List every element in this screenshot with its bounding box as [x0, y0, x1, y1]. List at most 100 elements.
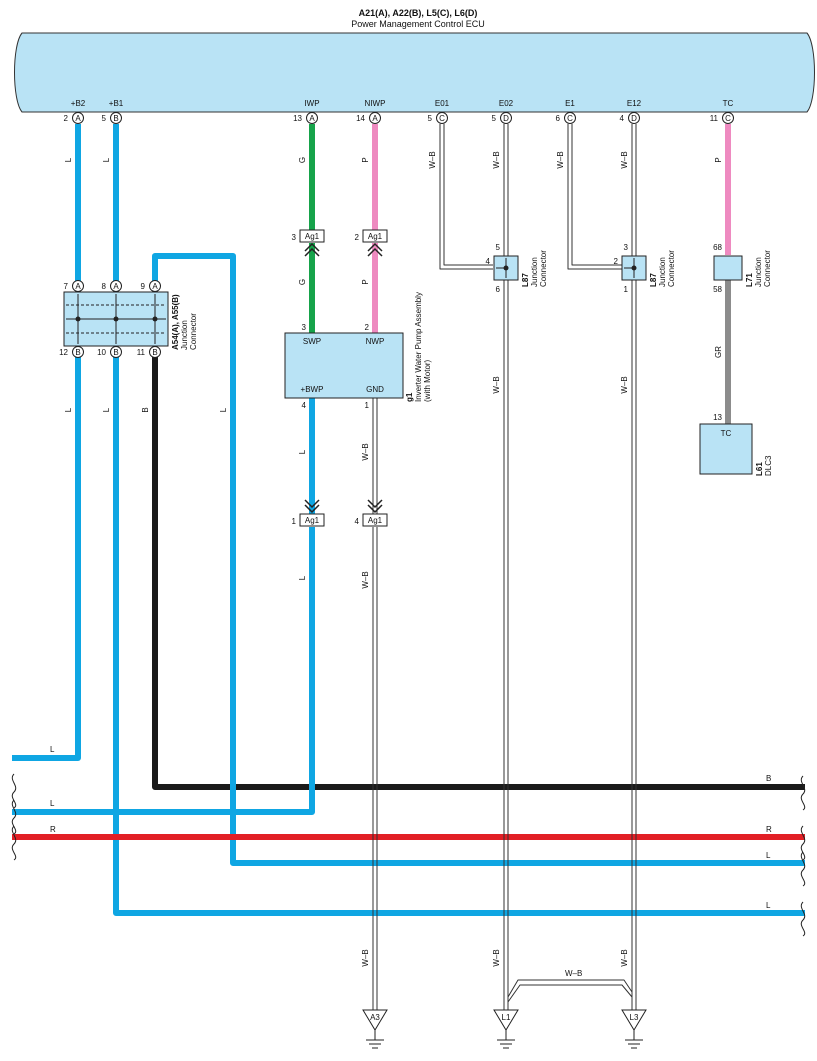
ecu-term-label: TC	[723, 99, 734, 108]
wire-b2	[12, 124, 81, 761]
svg-text:12: 12	[59, 348, 68, 357]
svg-text:5: 5	[496, 243, 501, 252]
pump-term-label: NWP	[366, 337, 385, 346]
wire-label: L	[219, 407, 228, 412]
ecu-term-label: E1	[565, 99, 575, 108]
ecu-pin: 13 A	[293, 112, 318, 124]
svg-text:A: A	[152, 282, 158, 291]
junction-a54-pin: 10 B	[97, 346, 122, 358]
pump-ref: g1	[405, 392, 414, 402]
svg-text:3: 3	[292, 233, 297, 242]
ecu-pin: 5 C	[428, 112, 448, 124]
svg-text:1: 1	[624, 285, 629, 294]
junction-l71-name2: Connector	[763, 250, 772, 287]
svg-text:L3: L3	[630, 1013, 639, 1022]
ecu-pin: 4 D	[620, 112, 640, 124]
wire-label: L	[766, 901, 771, 910]
wire-label: L	[64, 407, 73, 412]
wire-label: G	[298, 279, 307, 285]
wire-label: W–B	[492, 151, 501, 168]
junction-l87-a-name1: Junction	[530, 257, 539, 287]
wire-label: B	[766, 774, 771, 783]
wire-label: P	[714, 157, 723, 162]
svg-text:2: 2	[614, 257, 619, 266]
ground-a3: A3	[362, 1009, 388, 1049]
wire-label: L	[64, 157, 73, 162]
ecu-term-label: NIWP	[365, 99, 386, 108]
wire-label: GR	[714, 346, 723, 358]
svg-text:C: C	[725, 114, 731, 123]
wires	[12, 124, 805, 1010]
dlc3-pin: 13	[713, 413, 722, 422]
wire-label: P	[361, 279, 370, 284]
junction-l87-a-name2: Connector	[539, 250, 548, 287]
pump-body	[284, 332, 404, 399]
junction-l87-b-name2: Connector	[667, 250, 676, 287]
wire-label: B	[141, 407, 150, 412]
ag1-connectors: 3 Ag1 2 Ag1 1 Ag1 4 Ag1	[292, 229, 388, 527]
ecu-pin: 5 D	[492, 112, 512, 124]
svg-text:C: C	[567, 114, 573, 123]
wire-label: L	[298, 575, 307, 580]
wire-label: L	[102, 407, 111, 412]
svg-text:D: D	[503, 114, 509, 123]
bus-break-marks	[11, 773, 806, 937]
ecu-pin: 5 B	[102, 112, 122, 124]
wire-label: W–B	[620, 376, 629, 393]
svg-text:Ag1: Ag1	[368, 232, 383, 241]
ecu-pin: 6 C	[556, 112, 576, 124]
dlc3: TC 13 L61 DLC3	[699, 413, 773, 476]
svg-text:1: 1	[292, 517, 297, 526]
wire-label: W–B	[565, 969, 582, 978]
pump-term-label: GND	[366, 385, 384, 394]
svg-text:L1: L1	[502, 1013, 511, 1022]
ecu-name: Power Management Control ECU	[351, 19, 485, 29]
pump-pin: 4	[302, 401, 307, 410]
ecu-term-label: E12	[627, 99, 642, 108]
wire-label: L	[766, 851, 771, 860]
svg-text:9: 9	[141, 282, 146, 291]
svg-text:7: 7	[64, 282, 69, 291]
dlc3-name: DLC3	[764, 455, 773, 476]
junction-l71: 68 58 L71 Junction Connector	[713, 243, 772, 294]
ecu-term-label: E01	[435, 99, 450, 108]
svg-text:A3: A3	[370, 1013, 380, 1022]
svg-text:10: 10	[97, 348, 106, 357]
svg-text:5: 5	[102, 114, 107, 123]
dlc3-terminal: TC	[721, 429, 732, 438]
ag1-connector: 2 Ag1	[355, 229, 388, 257]
junction-l87-a-ref: L87	[521, 273, 530, 287]
wire-label: P	[361, 157, 370, 162]
ground-l3: L3	[621, 1009, 647, 1049]
ecu-term-label: +B1	[109, 99, 124, 108]
junction-a54: 7 A 8 A 9 A 12 B 10 B 11 B	[59, 280, 198, 358]
wire-label: W–B	[428, 151, 437, 168]
svg-text:Ag1: Ag1	[305, 232, 320, 241]
junction-a54-pin: 12 B	[59, 346, 84, 358]
ecu-term-label: +B2	[71, 99, 86, 108]
wire-label: L	[50, 745, 55, 754]
junction-l87-a: 4 5 6 L87 Junction Connector	[486, 243, 548, 294]
svg-text:B: B	[113, 348, 118, 357]
junction-l71-ref: L71	[745, 273, 754, 287]
wire-label: R	[50, 825, 56, 834]
wire-label: W–B	[620, 151, 629, 168]
svg-text:D: D	[631, 114, 637, 123]
wire-label: W–B	[492, 949, 501, 966]
svg-text:14: 14	[356, 114, 365, 123]
pump-term-label: +BWP	[301, 385, 324, 394]
dlc3-ref: L61	[755, 462, 764, 476]
svg-text:C: C	[439, 114, 445, 123]
svg-text:A: A	[75, 282, 81, 291]
svg-text:4: 4	[620, 114, 625, 123]
ecu-pin: 14 A	[356, 112, 381, 124]
wire-wb-group	[372, 124, 637, 1010]
junction-l87-b-ref: L87	[649, 273, 658, 287]
wire-label: W–B	[492, 376, 501, 393]
wire-label: W–B	[361, 571, 370, 588]
svg-text:8: 8	[102, 282, 107, 291]
svg-text:5: 5	[428, 114, 433, 123]
wire-label: W–B	[556, 151, 565, 168]
ecu-refs: A21(A), A22(B), L5(C), L6(D)	[359, 8, 478, 18]
